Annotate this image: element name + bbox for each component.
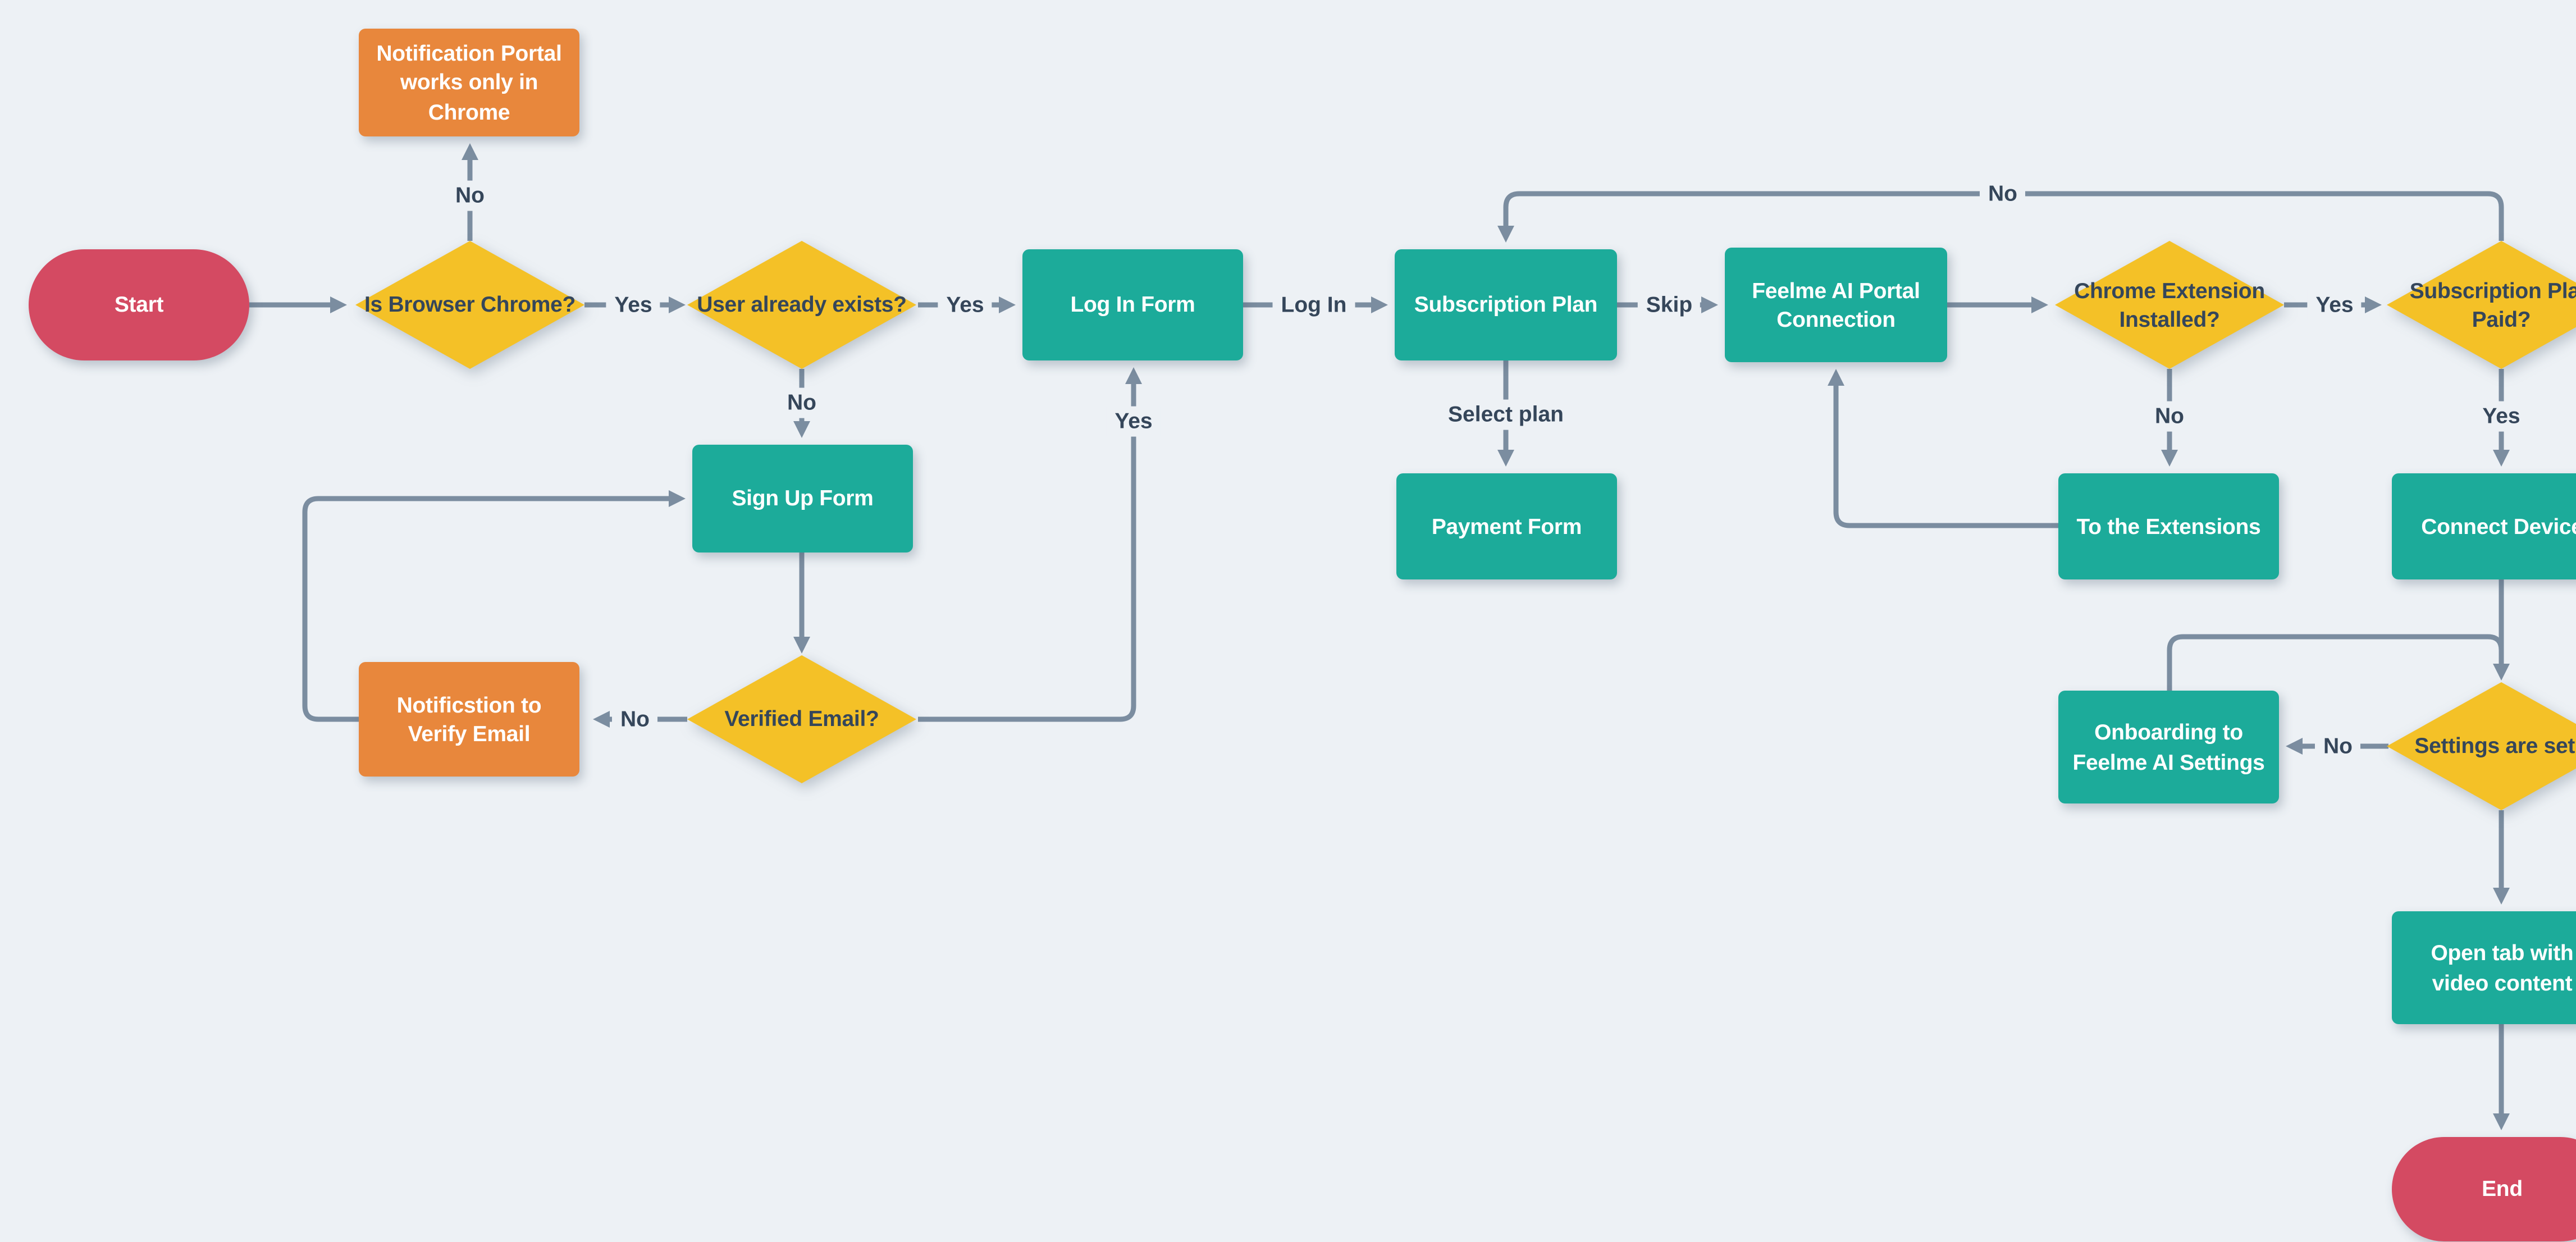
connector-extensions-loop-feelme [1828,369,2058,528]
node-payment-form[interactable]: Payment Form [1396,473,1617,579]
node-label: Sign Up Form [732,486,874,512]
edge-label-extension-check-yes: Yes [2307,290,2362,320]
node-chrome-extension-installed[interactable]: Chrome Extension Installed? [2055,241,2284,369]
edge-label-login-to-subscription: Log In [1272,290,1355,320]
node-start[interactable]: Start [29,249,249,360]
edge-label-subscription-skip: Skip [1637,290,1701,320]
node-log-in-form[interactable]: Log In Form [1022,249,1243,360]
node-label: User already exists? [697,292,907,318]
node-label: Feelme AI Portal Connection [1752,277,1920,332]
node-settings-are-set[interactable]: Settings are set? [2387,682,2576,810]
node-notificstion-to-verify-email[interactable]: Notificstion to Verify Email [359,662,579,777]
node-label: Start [114,292,164,318]
node-notification-portal-chrome-only[interactable]: Notification Portal works only in Chrome [359,29,579,136]
edge-label-settings-no: No [2314,731,2362,761]
node-label: Open tab with video content [2431,940,2574,995]
edge-label-plan-paid-no-loop: No [1979,179,2026,209]
connector-verified-yes-loop [918,367,1142,722]
node-label: Log In Form [1070,292,1195,318]
node-end[interactable]: End [2392,1137,2576,1241]
node-label: To the Extensions [2076,513,2261,539]
node-sign-up-form[interactable]: Sign Up Form [692,445,913,552]
node-label: End [2482,1176,2523,1202]
node-label: Settings are set? [2414,733,2576,759]
node-feelme-ai-portal-connection[interactable]: Feelme AI Portal Connection [1725,248,1947,362]
edge-label-user-exists-no: No [778,387,825,418]
edge-label-user-exists-yes: Yes [938,290,993,320]
edge-label-subscription-select-plan: Select plan [1440,399,1572,430]
node-connect-device[interactable]: Connect Device [2392,473,2576,579]
edge-label-extension-check-no: No [2146,401,2193,431]
node-label: Verified Email? [724,706,879,732]
node-label: Onboarding to Feelme AI Settings [2072,720,2265,774]
edge-label-plan-paid-yes: Yes [2474,401,2529,431]
node-verified-email[interactable]: Verified Email? [687,655,916,783]
node-label: Connect Device [2421,513,2576,539]
edge-label-browser-check-yes: Yes [606,290,661,320]
node-label: Subscription Plan Paid? [2409,277,2576,332]
connector-onboarding-loop-settings [2167,634,2504,691]
node-is-browser-chrome[interactable]: Is Browser Chrome? [355,241,584,369]
node-label: Notificstion to Verify Email [396,692,542,746]
node-open-tab-video-content[interactable]: Open tab with video content [2392,911,2576,1024]
edge-label-verified-no: No [611,704,659,734]
connector-notification-loop-signup [302,490,686,722]
node-label: Chrome Extension Installed? [2074,277,2265,332]
edge-label-verified-yes-loop: Yes [1106,406,1161,436]
node-to-the-extensions[interactable]: To the Extensions [2058,473,2279,579]
node-subscription-plan[interactable]: Subscription Plan [1395,249,1617,360]
node-subscription-plan-paid[interactable]: Subscription Plan Paid? [2387,241,2576,369]
node-label: Notification Portal works only in Chrome [376,40,562,124]
edge-label-browser-check-no: No [446,180,494,211]
node-label: Subscription Plan [1414,292,1598,318]
node-user-already-exists[interactable]: User already exists? [687,241,916,369]
node-onboarding-feelme-settings[interactable]: Onboarding to Feelme AI Settings [2058,691,2279,803]
node-label: Is Browser Chrome? [364,292,576,318]
node-label: Payment Form [1431,513,1582,539]
